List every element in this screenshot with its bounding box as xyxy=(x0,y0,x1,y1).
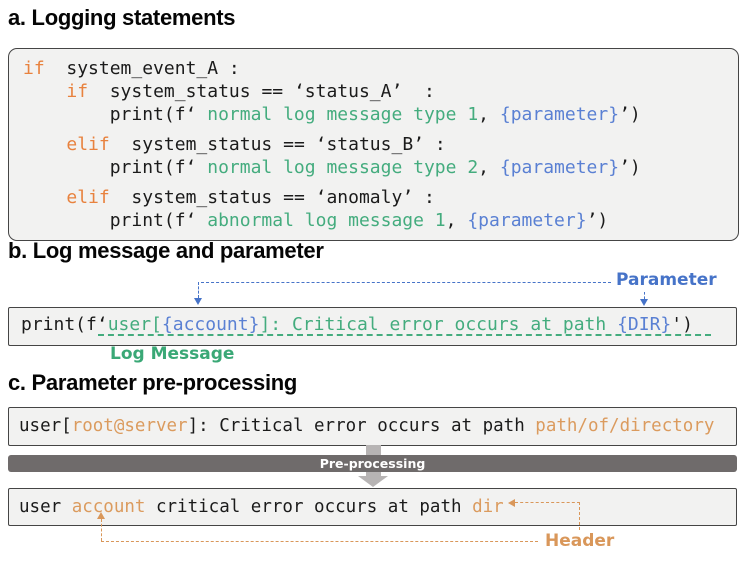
code-line: print(f‘ abnormal log message 1, {parame… xyxy=(23,210,609,231)
code-line: user[root@server]: Critical error occurs… xyxy=(19,416,715,436)
header-label: Header xyxy=(545,531,615,551)
left-arrow-icon xyxy=(508,499,515,507)
log-message-underline xyxy=(98,334,711,336)
input-log-box: user[root@server]: Critical error occurs… xyxy=(8,407,737,446)
header-pointer-line xyxy=(101,541,538,542)
code-line: if system_event_A : xyxy=(23,58,240,79)
code-line: elif system_status == ‘status_B’ : xyxy=(66,134,446,155)
down-arrow-icon xyxy=(194,298,202,305)
parameter-pointer-line xyxy=(201,282,611,283)
parameter-pointer-line xyxy=(644,292,645,299)
parameter-pointer-line xyxy=(198,282,199,298)
output-log-box: user account critical error occurs at pa… xyxy=(8,488,737,526)
logging-statements-code-block: if system_event_A : if system_status == … xyxy=(8,48,739,241)
down-arrow-icon xyxy=(358,476,388,487)
code-line: print(f‘ normal log message type 1, {par… xyxy=(23,104,641,125)
code-line: print(f‘ normal log message type 2, {par… xyxy=(23,157,641,178)
code-group: elif system_status == ‘anomaly’ : print(… xyxy=(23,186,738,232)
section-c-title: c. Parameter pre-processing xyxy=(8,370,298,395)
code-line: user account critical error occurs at pa… xyxy=(19,497,504,517)
parameter-label: Parameter xyxy=(616,270,717,290)
code-group: if system_event_A : if system_status == … xyxy=(23,57,738,126)
header-pointer-line xyxy=(579,502,580,530)
header-pointer-line xyxy=(101,519,102,541)
header-pointer-line xyxy=(515,502,580,503)
down-arrow-icon xyxy=(640,299,648,306)
code-group: elif system_status == ‘status_B’ : print… xyxy=(23,133,738,179)
code-line: elif system_status == ‘anomaly’ : xyxy=(66,187,435,208)
section-a-title: a. Logging statements xyxy=(8,5,236,30)
preprocessing-bar: Pre-processing xyxy=(8,455,737,472)
section-b-title: b. Log message and parameter xyxy=(8,238,324,263)
log-message-label: Log Message xyxy=(110,344,235,364)
code-line: if system_status == ‘status_A’ : xyxy=(66,81,435,102)
up-arrow-icon xyxy=(97,512,105,519)
log-message-code-box: print(f‘user[{account}]: Critical error … xyxy=(8,307,737,346)
code-line: print(f‘user[{account}]: Critical error … xyxy=(21,314,693,335)
